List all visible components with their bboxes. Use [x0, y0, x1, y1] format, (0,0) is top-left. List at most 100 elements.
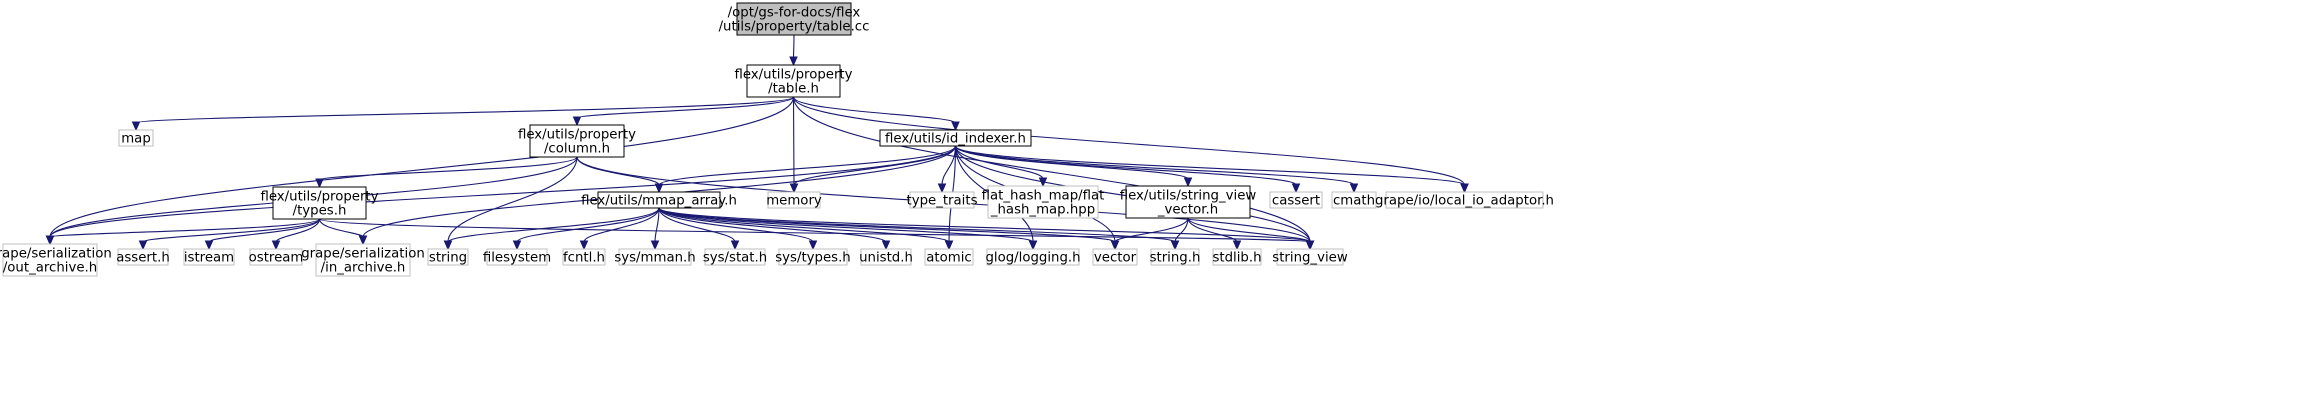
- node-label: filesystem: [483, 251, 551, 266]
- node-label: grape/serialization: [0, 247, 112, 262]
- node-label: /table.h: [768, 82, 819, 97]
- node-label: /utils/property/table.cc: [719, 20, 870, 35]
- node-label: /out_archive.h: [3, 261, 97, 276]
- node-label: flex/utils/property: [734, 68, 852, 83]
- node-box: [118, 129, 154, 147]
- arrowhead-types_h-to-istream: [204, 240, 214, 251]
- node-box: [736, 2, 852, 36]
- node-type-traits: type_traits: [906, 191, 978, 209]
- arrowhead-table_h-to-id_indexer_h: [951, 121, 960, 132]
- edge-column_h-to-mmap_array_h: [576, 156, 660, 186]
- node-table-cc[interactable]: /opt/gs-for-docs/flex/utils/property/tab…: [719, 2, 870, 36]
- arrowhead-mmap_array_h-to-sys_types_h: [808, 240, 818, 251]
- edge-id_indexer_h-to-flat_hash_map: [954, 145, 1044, 180]
- arrowhead-mmap_array_h-to-unistd_h: [881, 240, 891, 251]
- arrowhead-string_view_vector_h-to-string_view: [1305, 240, 1315, 251]
- node-box: [860, 248, 912, 266]
- edge-types_h-to-ostream: [275, 218, 321, 243]
- arrowhead-id_indexer_h-to-local_io_adaptor: [1460, 183, 1469, 194]
- edge-mmap_array_h-to-sys_mman_h: [654, 207, 660, 243]
- node-assert-h: assert.h: [116, 248, 170, 266]
- node-string-view: string_view: [1272, 248, 1348, 266]
- node-label: /in_archive.h: [321, 261, 406, 276]
- node-label: sys/mman.h: [614, 251, 695, 266]
- node-types-h[interactable]: flex/utils/property/types.h: [260, 186, 379, 220]
- edge-id_indexer_h-to-cmath: [954, 145, 1355, 186]
- arrowhead-mmap_array_h-to-sys_stat_h: [730, 240, 740, 251]
- node-label: flex/utils/property: [518, 128, 636, 143]
- edge-mmap_array_h-to-unistd_h: [658, 207, 887, 243]
- arrowhead-table_cc-to-table_h: [789, 56, 798, 67]
- node-label: atomic: [926, 251, 971, 266]
- node-mmap-array-h[interactable]: flex/utils/mmap_array.h: [581, 191, 737, 209]
- node-box: [704, 248, 766, 266]
- arrowhead-id_indexer_h-to-type_traits: [937, 183, 947, 194]
- arrowhead-table_h-to-map: [131, 121, 141, 132]
- node-label: _hash_map.hpp: [990, 203, 1095, 218]
- dependency-nodes: /opt/gs-for-docs/flex/utils/property/tab…: [0, 2, 1554, 277]
- node-box: [249, 248, 303, 266]
- node-box: [1331, 191, 1377, 209]
- arrowhead-mmap_array_h-to-fcntl_h: [579, 240, 589, 251]
- arrowhead-mmap_array_h-to-glog_logging_h: [1028, 240, 1038, 251]
- node-id-indexer-h[interactable]: flex/utils/id_indexer.h: [879, 129, 1032, 147]
- edge-id_indexer_h-to-type_traits: [941, 145, 957, 186]
- arrowhead-mmap_array_h-to-atomic: [944, 240, 954, 251]
- node-cmath: cmath: [1331, 191, 1377, 209]
- arrowhead-id_indexer_h-to-string_view_vector_h: [1183, 177, 1193, 188]
- node-label: flex/utils/mmap_array.h: [581, 194, 737, 209]
- node-string-view-vector-h[interactable]: flex/utils/string_view_vector.h: [1120, 185, 1257, 219]
- arrowhead-id_indexer_h-to-cassert: [1291, 183, 1301, 194]
- edge-table_h-to-out_archive: [49, 96, 795, 238]
- node-local-io-adaptor: grape/io/local_io_adaptor.h: [1375, 191, 1554, 209]
- node-box: [183, 248, 235, 266]
- node-label: cassert: [1272, 194, 1320, 209]
- edge-id_indexer_h-to-out_archive: [49, 145, 957, 238]
- node-label: string: [429, 251, 467, 266]
- node-fcntl-h: fcntl.h: [562, 248, 606, 266]
- node-string: string: [427, 248, 469, 266]
- node-box: [529, 124, 625, 158]
- edge-table_h-to-column_h: [576, 96, 795, 119]
- arrowhead-string_view_vector_h-to-vector: [1110, 240, 1120, 251]
- node-sys-mman-h: sys/mman.h: [614, 248, 696, 266]
- arrowhead-table_h-to-column_h: [572, 116, 582, 127]
- arrowhead-id_indexer_h-to-mmap_array_h: [654, 183, 664, 194]
- node-box: [597, 191, 721, 209]
- node-box: [924, 248, 974, 266]
- node-label: assert.h: [116, 251, 170, 266]
- node-label: /column.h: [544, 142, 610, 157]
- edge-mmap_array_h-to-string_h: [658, 207, 1176, 243]
- node-table-h[interactable]: flex/utils/property/table.h: [734, 64, 853, 98]
- edge-mmap_array_h-to-filesystem: [516, 207, 660, 243]
- node-box: [2, 243, 98, 277]
- node-box: [987, 185, 1099, 219]
- node-flat-hash-map: flat_hash_map/flat_hash_map.hpp: [982, 185, 1104, 219]
- node-label: sys/stat.h: [703, 251, 767, 266]
- node-label: unistd.h: [859, 251, 913, 266]
- edge-mmap_array_h-to-sys_types_h: [658, 207, 814, 243]
- node-label: flex/utils/property: [260, 190, 378, 205]
- edge-types_h-to-in_archive: [318, 218, 364, 238]
- node-box: [315, 243, 411, 277]
- edge-id_indexer_h-to-local_io_adaptor: [954, 145, 1466, 186]
- node-box: [1212, 248, 1262, 266]
- edge-types_h-to-out_archive: [49, 218, 321, 238]
- arrowhead-mmap_array_h-to-filesystem: [512, 240, 522, 251]
- node-sys-types-h: sys/types.h: [775, 248, 851, 266]
- node-label: string_view: [1272, 251, 1348, 266]
- node-column-h[interactable]: flex/utils/property/column.h: [518, 124, 636, 158]
- arrowhead-id_indexer_h-to-cmath: [1349, 183, 1359, 194]
- edge-table_h-to-string_view: [792, 96, 1311, 243]
- edge-table_h-to-local_io_adaptor: [792, 96, 1466, 186]
- node-sys-stat-h: sys/stat.h: [703, 248, 767, 266]
- arrowhead-mmap_array_h-to-string: [443, 240, 453, 251]
- node-label: grape/serialization: [301, 247, 425, 262]
- node-unistd-h: unistd.h: [859, 248, 913, 266]
- node-ostream: ostream: [249, 248, 303, 266]
- node-box: [486, 248, 548, 266]
- node-box: [618, 248, 692, 266]
- node-box: [767, 191, 821, 209]
- node-box: [1269, 191, 1323, 209]
- node-box: [879, 129, 1032, 147]
